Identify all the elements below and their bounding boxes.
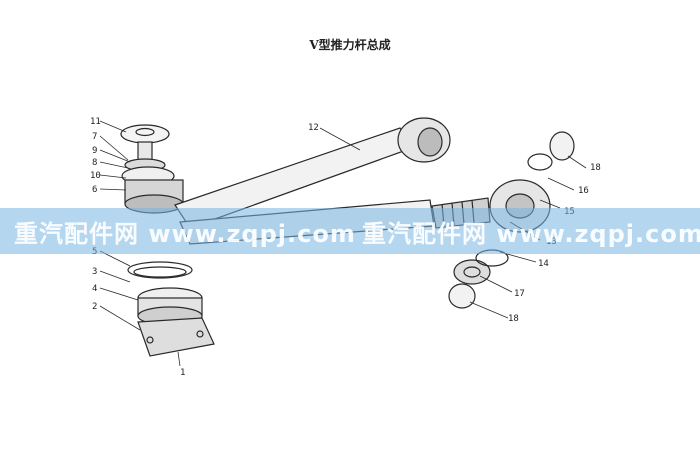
seal-ring bbox=[127, 261, 193, 279]
mounting-base bbox=[137, 317, 215, 357]
part-label: 1 bbox=[180, 368, 185, 378]
part-label: 9 bbox=[92, 146, 97, 156]
watermark-text: 重汽配件网 www.zqpj.com bbox=[14, 220, 356, 248]
part-label: 7 bbox=[92, 132, 97, 142]
watermark-text: 重汽配件网 www.zqpj.com bbox=[362, 220, 700, 248]
part-label: 8 bbox=[92, 158, 97, 168]
end-cap-top bbox=[549, 131, 575, 161]
ball-stud bbox=[137, 141, 153, 161]
top-cap bbox=[120, 124, 170, 144]
part-label: 3 bbox=[92, 267, 97, 277]
part-label: 16 bbox=[578, 186, 589, 196]
part-label: 17 bbox=[514, 289, 525, 299]
part-label: 10 bbox=[90, 171, 101, 181]
part-label: 6 bbox=[92, 185, 97, 195]
part-label: 2 bbox=[92, 302, 97, 312]
diagram-title: V型推力杆总成 bbox=[309, 38, 391, 52]
end-cap-bottom bbox=[448, 283, 476, 309]
part-label: 18 bbox=[590, 163, 601, 173]
left-ball-joint-stack bbox=[120, 124, 215, 357]
part-label: 14 bbox=[538, 259, 549, 269]
watermark-band bbox=[0, 208, 700, 254]
part-label: 18 bbox=[508, 314, 519, 324]
part-label: 12 bbox=[308, 123, 319, 133]
part-label: 4 bbox=[92, 284, 97, 294]
part-label: 11 bbox=[90, 117, 101, 127]
